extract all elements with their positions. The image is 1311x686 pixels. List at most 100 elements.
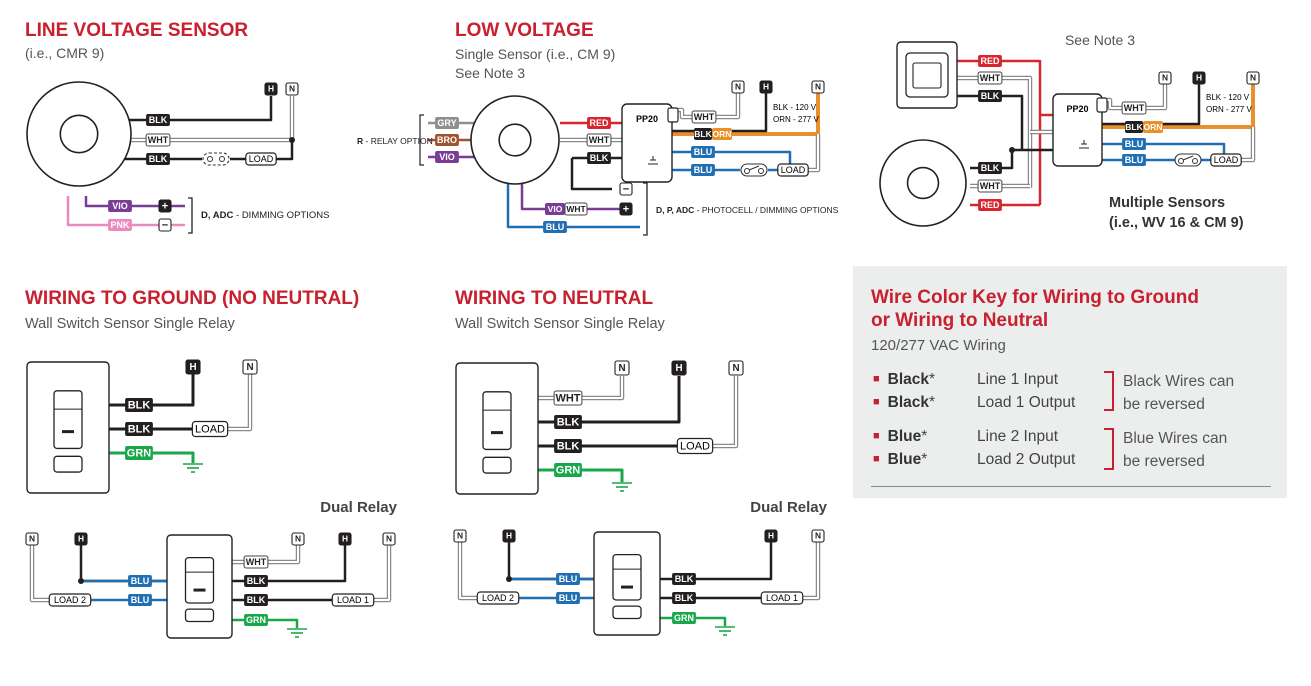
wire-blk (274, 140, 294, 161)
load-box (476, 591, 520, 605)
load-box-label: LOAD (249, 154, 274, 164)
dual-relay-label: Dual Relay (750, 499, 827, 516)
wire-tag-label-blk: BLK (1125, 122, 1143, 132)
wire-tag-grn (554, 463, 582, 477)
wire-tag-label-blk: BLK (247, 576, 266, 586)
wire-tag-red (978, 199, 1002, 211)
hot-terminal (759, 80, 773, 94)
key-row-desc: Line 2 Input (977, 428, 1059, 445)
switch-led-icon (193, 588, 206, 592)
switch-icon (748, 165, 760, 171)
terminal-label: H (189, 362, 196, 373)
wire-tag-label-blk: BLK (590, 153, 609, 163)
load-box-label: LOAD 2 (482, 593, 514, 603)
wire-tag-red (978, 55, 1002, 67)
wire-tag-label-blk: BLK (694, 129, 712, 139)
neutral-terminal (731, 80, 745, 94)
switch-led-icon (491, 431, 503, 435)
terminal-label: N (386, 534, 392, 544)
sensor-lens-icon (498, 123, 532, 157)
load-box (1210, 153, 1242, 167)
key-title-line2: or Wiring to Neutral (871, 310, 1049, 331)
wire-wht (228, 374, 251, 430)
neutral-terminal (728, 360, 744, 376)
section-subtitle: See Note 3 (455, 65, 525, 81)
wire-tag-label-pnk: PNK (110, 220, 130, 230)
switch-paddle-icon (482, 391, 512, 451)
wire-tag-vio (435, 151, 459, 163)
junction-dot (506, 576, 512, 582)
bullet-icon: ■ (873, 430, 880, 442)
wire-vio (84, 196, 185, 208)
section-subtitle: Single Sensor (i.e., CM 9) (455, 46, 615, 62)
terminal-label: N (815, 82, 821, 92)
wire-tag-blu (556, 573, 580, 585)
wire-blk (538, 376, 681, 424)
wire-blk (660, 542, 773, 581)
wire-tag-label-blk: BLK (981, 163, 1000, 173)
key-note-line2: be reversed (1123, 453, 1205, 470)
wire-tag-label-red: RED (980, 56, 1000, 66)
wire-tag-wht (977, 179, 1003, 193)
terminal-label: N (815, 531, 821, 541)
wire-blk (110, 96, 273, 122)
key-row: ■Blue* (873, 428, 927, 446)
wire-tag-label-orn: ORN (713, 129, 732, 139)
wire-tag-label-wht: WHT (246, 557, 267, 567)
switch-icon (758, 168, 764, 174)
wire-tag-label-vio: VIO (112, 201, 128, 211)
section-title: LINE VOLTAGE SENSOR (25, 20, 248, 41)
wire-tag-label-wht: WHT (1124, 103, 1145, 113)
wire-blk (672, 90, 768, 133)
wire-tag-label-wht: WHT (980, 73, 1001, 83)
key-asterisk: * (921, 451, 928, 468)
wire-wht-outline (228, 374, 253, 432)
wire-tag-label-wht: WHT (148, 135, 169, 145)
key-note-line2: be reversed (1123, 396, 1205, 413)
load-box-label: LOAD 2 (54, 595, 86, 605)
key-note-line1: Blue Wires can (1123, 430, 1228, 447)
key-wire-color: Black (887, 394, 930, 411)
wire-tag-blu (691, 146, 715, 158)
key-note-line1: Black Wires can (1123, 373, 1235, 390)
plus-terminal (619, 202, 633, 216)
wire-tag-blk (672, 573, 696, 585)
wire-tag-label-vio: VIO (439, 152, 455, 162)
switch-paddle-icon (612, 554, 642, 601)
wire-wht (1240, 127, 1254, 161)
wire-wht-outline (457, 542, 482, 601)
wire-tag-vio (108, 200, 132, 212)
key-divider (871, 486, 1271, 487)
hot-terminal (264, 82, 278, 96)
load-box (48, 593, 92, 607)
voltage-label: ORN - 277 V (773, 115, 819, 124)
wire-wht (672, 90, 739, 118)
wire-tag-blu (543, 221, 567, 233)
neutral-terminal (242, 359, 258, 375)
wire-tag-label-blu: BLU (559, 593, 578, 603)
pp20-power-pack-icon (621, 103, 673, 183)
wire-blk (957, 94, 1024, 150)
polarity-label: + (162, 200, 168, 212)
key-bracket (1104, 428, 1114, 470)
neutral-terminal (1246, 71, 1260, 85)
wire-wht-outline (110, 96, 295, 143)
hot-terminal (671, 360, 687, 376)
terminal-label: H (675, 363, 682, 374)
wire-tag-label-grn: GRN (127, 447, 152, 459)
junction-dot (1009, 147, 1015, 153)
key-row: ■Black* (873, 371, 935, 389)
wire-tag-label-blu: BLU (1125, 155, 1144, 165)
wire-tag-label-blu: BLU (1125, 139, 1144, 149)
minus-terminal (619, 182, 633, 196)
bullet-icon: ■ (873, 396, 880, 408)
hot-terminal (338, 532, 352, 546)
wire-tag-label-grn: GRN (556, 464, 581, 476)
option-label: R - RELAY OPTION (357, 136, 433, 146)
terminal-label: H (268, 84, 274, 94)
devices-layer (26, 41, 1108, 639)
wire-blk (232, 545, 347, 583)
wire-tag-label-blk: BLK (128, 423, 151, 435)
wire-tag-orn (712, 128, 732, 140)
wire-wht (370, 545, 390, 601)
